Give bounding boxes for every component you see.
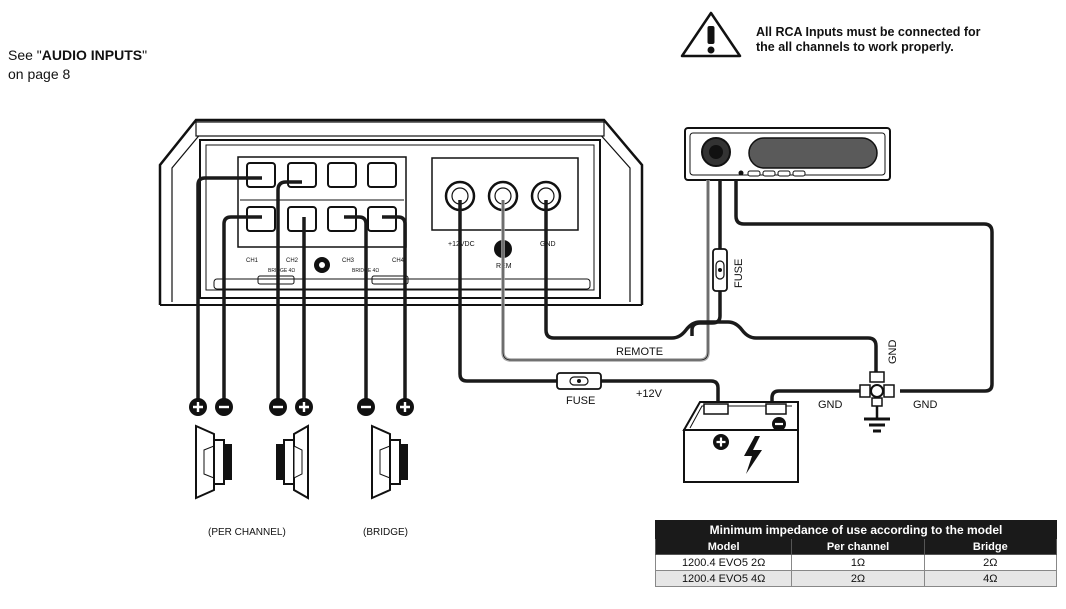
row-per-channel: 2Ω <box>791 570 925 587</box>
battery-icon <box>682 401 799 483</box>
rca-jack <box>327 162 357 188</box>
note-suffix: " <box>142 47 148 63</box>
header-model: Model <box>654 538 793 555</box>
gnd-left-label: GND <box>818 399 843 411</box>
note-page-ref: on page 8 <box>8 66 71 82</box>
impedance-table-title: Minimum impedance of use according to th… <box>655 520 1057 539</box>
warning-line-1: All RCA Inputs must be connected for <box>756 25 981 39</box>
bridge-label: (BRIDGE) <box>363 527 408 538</box>
header-per-channel: Per channel <box>791 538 925 555</box>
bridge-label-1: BRIDGE 4Ω <box>268 268 295 274</box>
note-prefix: See " <box>8 47 42 63</box>
head-unit-radio <box>684 127 891 181</box>
rca-warning-text: All RCA Inputs must be connected for the… <box>756 25 981 55</box>
radio-ground-wire <box>734 180 994 393</box>
rca-jack <box>246 206 276 232</box>
ch4-label: CH4 <box>392 258 405 264</box>
row-bridge: 4Ω <box>923 570 1058 587</box>
ch3-label: CH3 <box>342 258 355 264</box>
audio-inputs-note: See "AUDIO INPUTS" on page 8 <box>8 46 147 84</box>
impedance-table: Minimum impedance of use according to th… <box>654 520 1058 587</box>
gnd-terminal-label: GND <box>540 241 556 248</box>
amp-ground-wire <box>544 200 878 372</box>
speaker-terminals <box>189 398 414 416</box>
plus-terminal-icon <box>189 398 207 416</box>
row-model: 1200.4 EVO5 2Ω <box>654 554 793 571</box>
ch2-label: CH2 <box>286 258 299 264</box>
plus-terminal-icon <box>396 398 414 416</box>
lightning-icon <box>744 436 762 474</box>
speaker-left <box>195 424 232 500</box>
speaker-center <box>276 424 309 500</box>
rca-jack <box>327 206 357 232</box>
speaker-wires <box>196 176 407 400</box>
remote-label: REMOTE <box>616 346 663 358</box>
radio-display <box>748 137 878 169</box>
radio-fuse-icon <box>712 248 728 292</box>
amplifier: CH1 CH2 CH3 CH4 BRIDGE 4Ω BRIDGE 4Ω +12V… <box>158 118 644 306</box>
battery-ground-wire <box>770 389 860 412</box>
rca-jack <box>367 162 397 188</box>
minus-terminal-icon <box>215 398 233 416</box>
main-fuse-label: FUSE <box>566 395 595 407</box>
header-bridge: Bridge <box>923 538 1058 555</box>
main-fuse-icon <box>556 372 602 390</box>
gnd-vertical-label: GND <box>887 340 899 365</box>
per-channel-label: (PER CHANNEL) <box>208 527 286 538</box>
table-row: 1200.4 EVO5 4Ω 2Ω 4Ω <box>654 570 1058 587</box>
warning-line-2: the all channels to work properly. <box>756 40 954 54</box>
table-row: 1200.4 EVO5 2Ω 1Ω 2Ω <box>654 554 1058 571</box>
speaker-bridge <box>371 424 408 500</box>
battery-minus-icon <box>772 417 786 431</box>
note-audio-inputs-link[interactable]: AUDIO INPUTS <box>41 47 143 63</box>
radio-fuse-label: FUSE <box>733 259 745 288</box>
row-per-channel: 1Ω <box>791 554 925 571</box>
chassis-ground-icon <box>864 417 890 433</box>
minus-terminal-icon <box>357 398 375 416</box>
gnd-right-label: GND <box>913 399 938 411</box>
plus-terminal-icon <box>295 398 313 416</box>
minus-terminal-icon <box>269 398 287 416</box>
row-bridge: 2Ω <box>923 554 1058 571</box>
rca-jack <box>246 162 276 188</box>
warning-icon <box>680 11 742 58</box>
ground-junction-icon <box>859 371 895 418</box>
row-model: 1200.4 EVO5 4Ω <box>654 570 793 587</box>
rca-jack <box>287 206 317 232</box>
battery-plus-icon <box>713 434 729 450</box>
ch1-label: CH1 <box>246 258 259 264</box>
plus12v-label: +12V <box>636 388 663 400</box>
rca-jack <box>367 206 397 232</box>
